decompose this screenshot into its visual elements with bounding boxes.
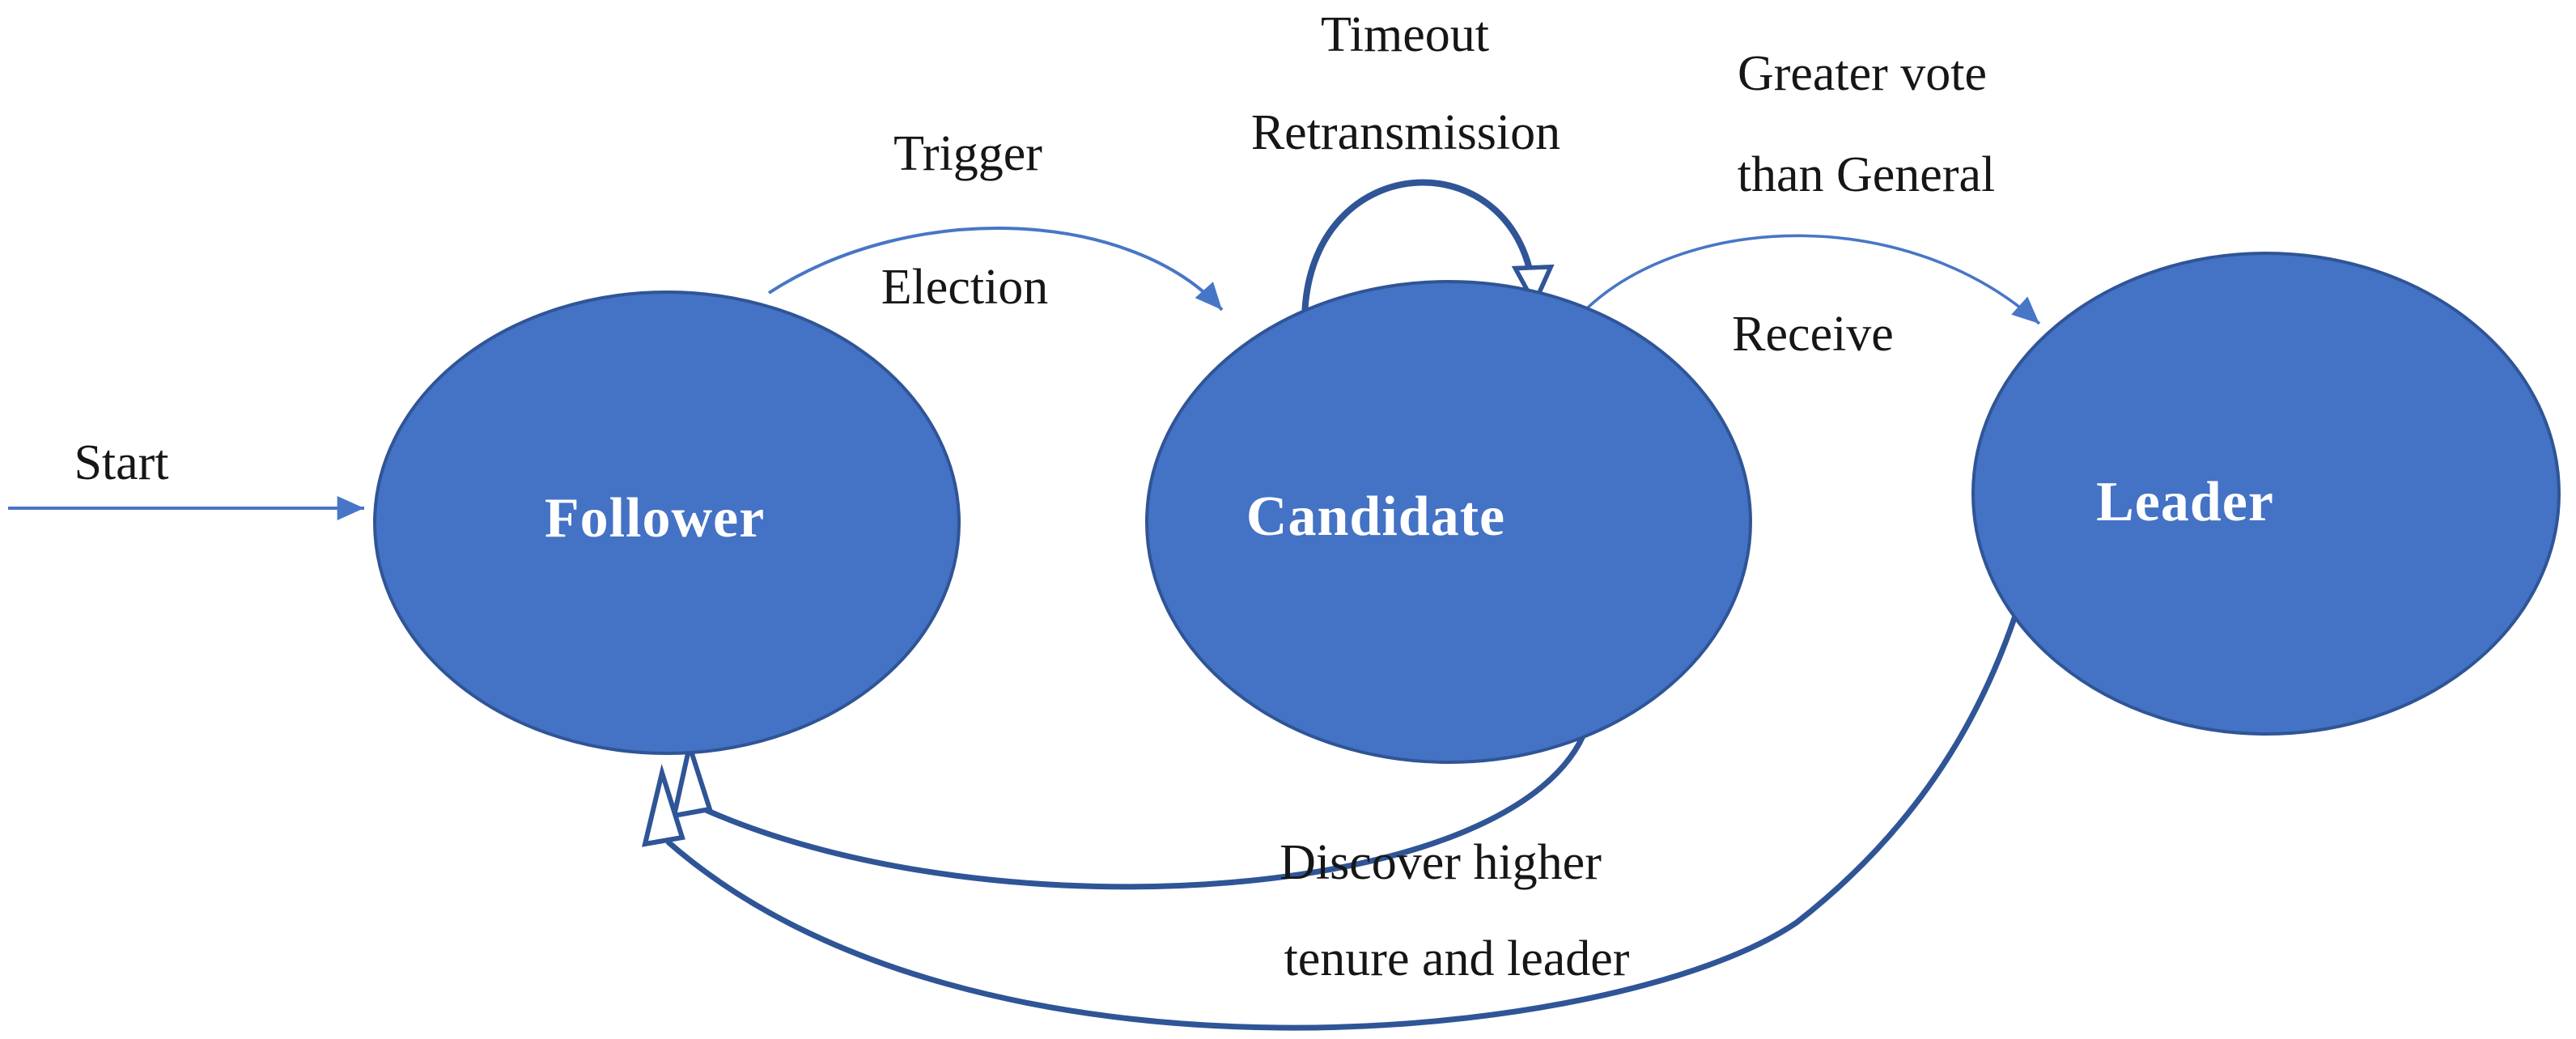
receive-label: Receive <box>1732 307 1894 362</box>
leader-to-follower-arrowhead-icon <box>642 763 685 847</box>
timeout-retransmission-self-loop-arrow <box>1301 179 1555 320</box>
follower-label: Follower <box>545 487 765 549</box>
discover-label-line2: tenure and leader <box>1284 931 1630 986</box>
timeout-label-line1: Timeout <box>1321 7 1489 62</box>
greater-vote-label-line2: than General <box>1738 147 1995 202</box>
follower-node <box>373 290 961 755</box>
start-label: Start <box>74 435 168 490</box>
trigger-election-arrow <box>767 226 1224 312</box>
leader-node <box>1971 252 2561 736</box>
greater-vote-label-line1: Greater vote <box>1738 46 1987 101</box>
candidate-node <box>1145 280 1752 764</box>
trigger-label-line2: Election <box>881 260 1049 315</box>
leader-to-follower-return-arrow <box>665 529 2043 1031</box>
leader-label: Leader <box>2096 471 2274 533</box>
receive-greater-vote-arrow <box>1586 234 2041 325</box>
timeout-label-line2: Retransmission <box>1251 105 1560 160</box>
candidate-to-follower-arrowhead-icon <box>671 736 713 819</box>
candidate-to-follower-return-arrow <box>702 727 1589 890</box>
trigger-label-line1: Trigger <box>893 126 1042 181</box>
discover-label-line1: Discover higher <box>1280 835 1602 890</box>
candidate-label: Candidate <box>1246 486 1505 548</box>
